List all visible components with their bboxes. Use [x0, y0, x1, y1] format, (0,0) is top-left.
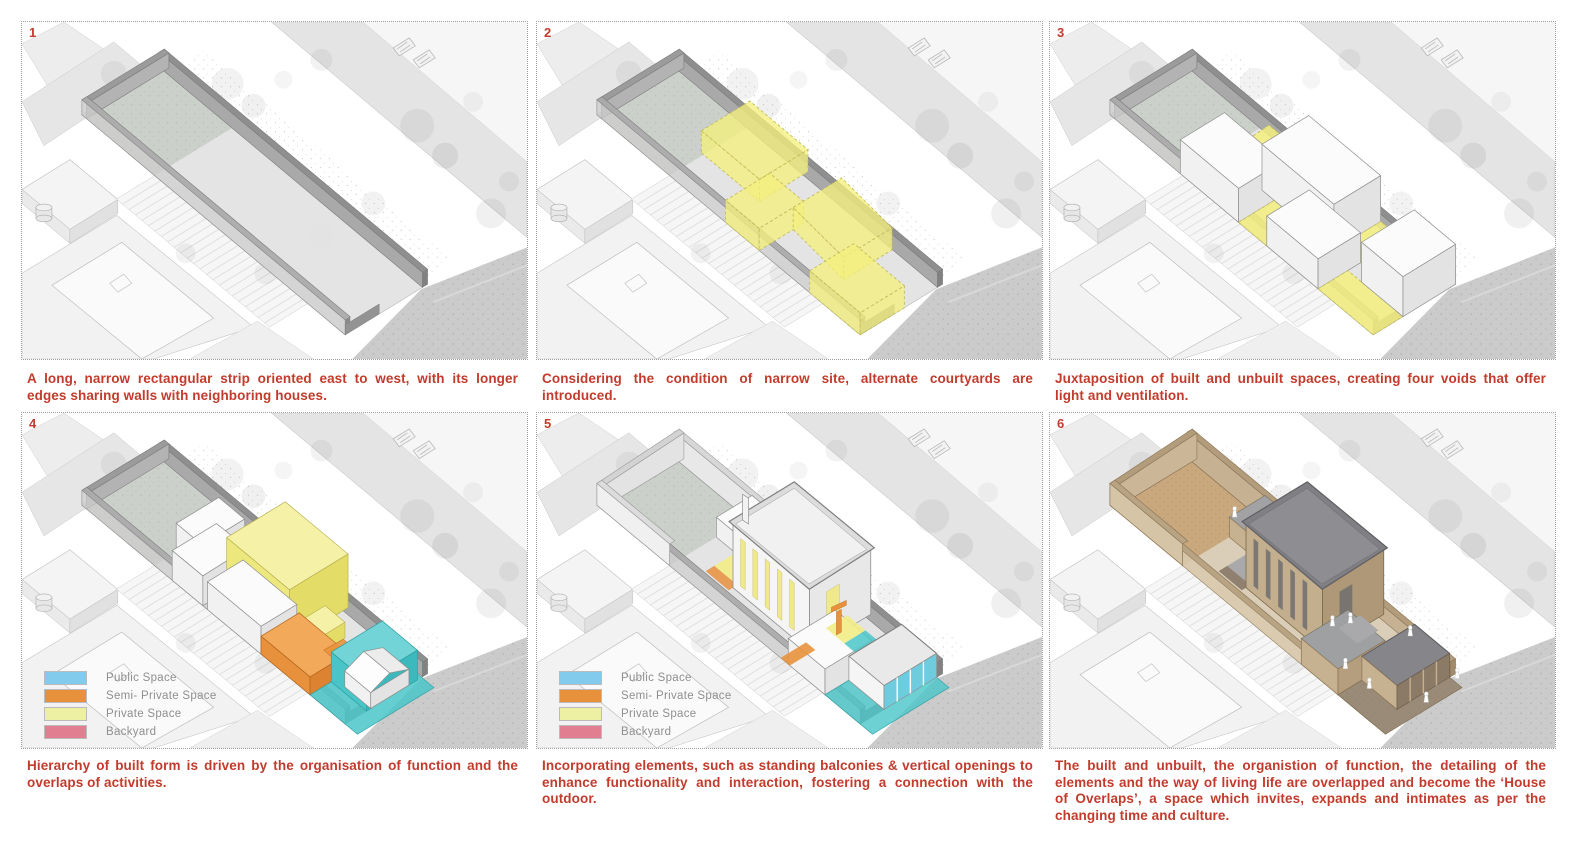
legend-swatch-backyard [44, 725, 87, 739]
panel-1-number: 1 [29, 25, 37, 40]
legend-item: Public Space [44, 671, 217, 685]
caption-1: A long, narrow rectangular strip oriente… [27, 371, 518, 403]
legend: Public Space Semi- Private Space Private… [559, 667, 732, 739]
legend-swatch-backyard [559, 725, 602, 739]
legend-item: Semi- Private Space [559, 689, 732, 703]
panel-6: 6 [1049, 412, 1556, 749]
diagram-1-illustration [22, 22, 527, 359]
diagram-2-illustration [537, 22, 1042, 359]
legend-item: Backyard [44, 725, 217, 739]
panel-5: 5 [536, 412, 1043, 749]
legend-swatch-semi-private-space [559, 689, 602, 703]
caption-2: Considering the condition of narrow site… [542, 371, 1033, 403]
courtyard-volumes [700, 100, 906, 336]
caption-5: Incorporating elements, such as standing… [542, 758, 1033, 806]
legend-swatch-public-space [559, 671, 602, 685]
legend-swatch-private-space [559, 707, 602, 721]
panel-6-number: 6 [1057, 416, 1065, 431]
caption-4: Hierarchy of built form is driven by the… [27, 758, 518, 790]
panel-4: 4 [21, 412, 528, 749]
legend-swatch-semi-private-space [44, 689, 87, 703]
diagram-6-illustration [1050, 413, 1555, 748]
panel-4-number: 4 [29, 416, 37, 431]
diagram-3-illustration [1050, 22, 1555, 359]
legend: Public Space Semi- Private Space Private… [44, 667, 217, 739]
panel-5-number: 5 [544, 416, 552, 431]
legend-swatch-private-space [44, 707, 87, 721]
legend-item: Semi- Private Space [44, 689, 217, 703]
legend-swatch-public-space [44, 671, 87, 685]
panel-2-number: 2 [544, 25, 552, 40]
voids-and-built-volumes [1179, 112, 1457, 336]
diagram-5-illustration [537, 413, 1042, 748]
function-volumes [171, 497, 435, 735]
panel-1: 1 [21, 21, 528, 360]
legend-item: Private Space [44, 707, 217, 721]
legend-item: Private Space [559, 707, 732, 721]
panel-3-number: 3 [1057, 25, 1065, 40]
caption-3: Juxtaposition of built and unbuilt space… [1055, 371, 1546, 403]
house-rendered-model [1109, 428, 1463, 735]
caption-6: The built and unbuilt, the organistion o… [1055, 758, 1546, 823]
panel-3: 3 [1049, 21, 1556, 360]
legend-item: Public Space [559, 671, 732, 685]
diagram-4-illustration [22, 413, 527, 748]
legend-item: Backyard [559, 725, 732, 739]
house-white-model [596, 428, 950, 735]
panel-2: 2 [536, 21, 1043, 360]
